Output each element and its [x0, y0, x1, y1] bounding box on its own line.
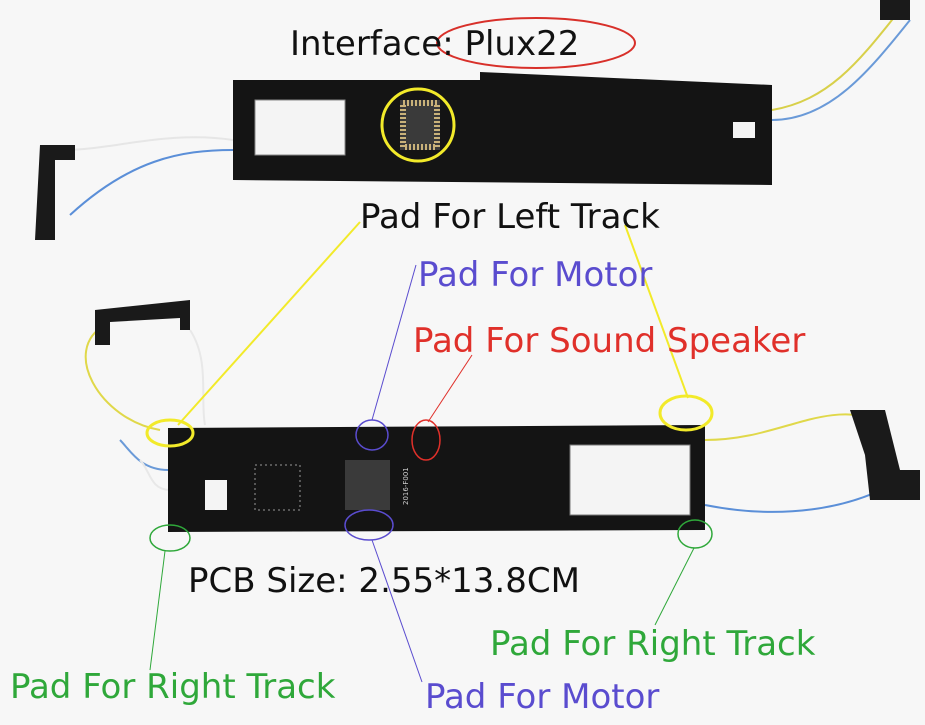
motor-circle — [355, 419, 389, 451]
pcb-size-label: PCB Size: 2.55*13.8CM — [188, 561, 580, 601]
speaker-leader — [427, 354, 473, 423]
motor-leader — [371, 539, 423, 683]
plux22-connector — [400, 100, 440, 150]
pcb-cutout — [205, 480, 227, 510]
pcb-cutout — [569, 444, 691, 516]
motor-circle — [344, 509, 394, 541]
left-track-leader — [624, 224, 689, 399]
right-track-circle — [677, 519, 713, 549]
motor-label-bottom: Pad For Motor — [425, 677, 659, 717]
top-pcb — [233, 72, 772, 185]
pcb-marking: 2016-F001 — [402, 467, 410, 505]
wire — [84, 324, 161, 431]
wire — [771, 9, 901, 111]
left-track-circle — [658, 394, 714, 432]
sound-speaker-label: Pad For Sound Speaker — [413, 321, 805, 361]
wire — [189, 329, 206, 426]
left-track-leader — [177, 221, 361, 426]
pcb-cutout — [254, 99, 346, 156]
right-track-leader — [149, 550, 166, 671]
interface-name: Plux22 — [464, 24, 579, 64]
left-track-circle — [145, 418, 195, 448]
wire — [119, 439, 169, 471]
right-track-label-right: Pad For Right Track — [490, 624, 816, 664]
wire — [64, 136, 234, 151]
pcb-cutout — [733, 122, 755, 138]
pcb-components — [345, 460, 390, 510]
interface-highlight-circle — [436, 17, 636, 69]
connector-highlight-circle — [380, 87, 456, 163]
right-track-circle — [149, 524, 191, 552]
speaker-circle — [411, 419, 441, 461]
interface-label: Interface: Plux22 — [290, 24, 579, 64]
right-track-label-left: Pad For Right Track — [10, 667, 336, 707]
led-board — [850, 410, 920, 500]
wire — [771, 19, 911, 121]
led-board — [35, 145, 75, 240]
led-board — [95, 300, 190, 345]
wire — [69, 149, 234, 216]
motor-leader — [371, 264, 417, 421]
motor-label-top: Pad For Motor — [418, 255, 652, 295]
led-board — [880, 0, 910, 20]
right-track-leader — [654, 547, 695, 626]
wire — [139, 459, 171, 491]
left-track-label: Pad For Left Track — [360, 197, 660, 237]
